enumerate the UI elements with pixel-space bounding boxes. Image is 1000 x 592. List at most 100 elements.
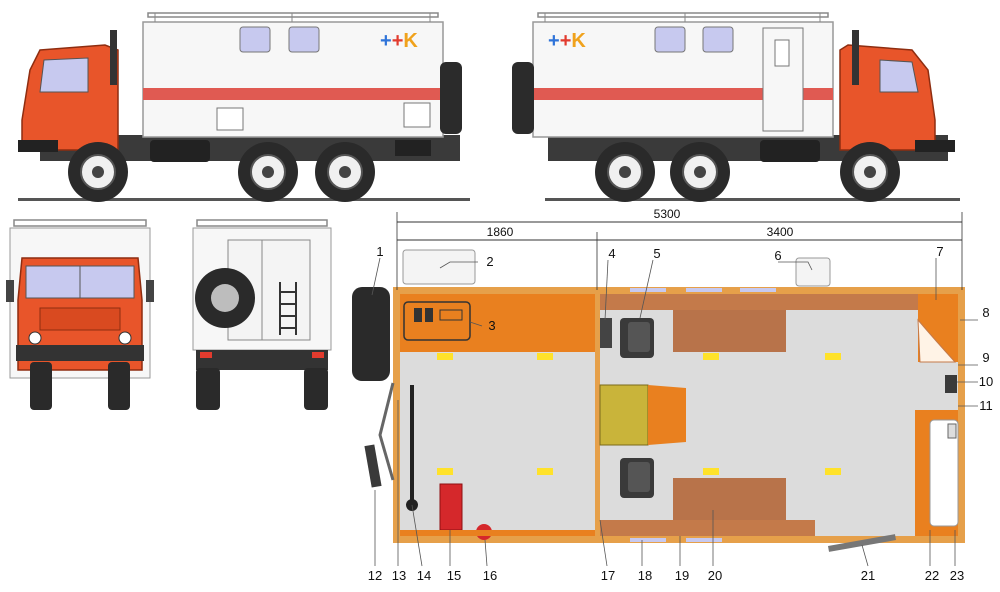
window [654,26,686,53]
floor-strip [400,530,595,536]
callout-12: 12 [368,568,382,583]
roof-rail [537,12,829,18]
top-bench [600,294,918,310]
callout-labels: 1 2 3 4 5 6 7 8 9 10 11 12 13 14 15 16 1… [368,244,993,583]
floor-plan [352,249,965,552]
spare-wheel-side [440,62,462,134]
tail-light [200,352,212,358]
fire-extinguisher-box [439,483,463,531]
roof-rail [196,219,328,227]
ceiling-lamp [825,468,841,475]
grille [39,307,121,331]
rear-wheel [670,142,730,202]
exhaust-pipe [852,30,859,85]
ceiling-lamp [437,353,453,360]
spare-wheel-rear [195,268,255,328]
callout-21: 21 [861,568,875,583]
red-stripe [143,88,443,100]
electric-panel [947,423,957,439]
wardrobe-curtain [917,318,957,363]
ceiling-lamp [537,468,553,475]
front-bumper [18,140,58,152]
callout-22: 22 [925,568,939,583]
callout-13: 13 [392,568,406,583]
callout-leaders [371,257,978,567]
table [599,384,686,446]
ceiling-lamp [703,468,719,475]
spare-wheel-side [512,62,534,134]
generator [403,301,471,341]
headlight-left [28,331,42,345]
side-view-left: ++K [18,12,470,202]
brand-logo: ++K [548,30,586,52]
spare-wheel-plan [352,287,390,381]
wheel-rear-left [196,368,220,410]
external-box-2 [402,249,476,285]
side-door-plan [827,534,897,552]
callout-19: 19 [675,568,689,583]
exhaust-pipe [110,30,117,85]
callout-17: 17 [601,568,615,583]
door-window [774,39,790,67]
ground-line-right [545,198,960,201]
external-box-6 [795,257,831,287]
front-wheel [840,142,900,202]
rear-step [364,444,382,488]
callout-11: 11 [979,398,993,413]
callout-6: 6 [774,248,781,263]
hatch [403,102,431,128]
wheel-front-left [30,362,52,410]
chair-top [620,318,654,358]
ceiling-lamp [437,468,453,475]
rear-ladder [279,282,297,335]
window [239,26,271,53]
plan-window [740,288,776,292]
side-view-right: ++K [512,12,960,202]
brand-logo: ++K [380,30,418,52]
callout-2: 2 [486,254,493,269]
cab-window [39,57,89,93]
rear-wheel [238,142,298,202]
tail-light [312,352,324,358]
mirror-left [6,280,14,302]
rear-wheel [595,142,655,202]
toolbox-box [395,140,431,156]
plan-window [630,538,666,542]
dimension-front-section: 1860 [487,225,514,239]
window [702,26,734,53]
callout-7: 7 [936,244,943,259]
wheel-front-right [108,362,130,410]
fuel-tank [760,140,820,162]
callout-18: 18 [638,568,652,583]
window [288,26,320,53]
headlight-right [118,331,132,345]
bumper-front [16,345,144,361]
rear-view [192,219,332,410]
callout-9: 9 [982,350,989,365]
callout-16: 16 [483,568,497,583]
front-view [6,219,154,410]
red-stripe [533,88,833,100]
dimension-total: 5300 [654,207,681,221]
callout-4: 4 [608,246,615,261]
chair-bottom [620,458,654,498]
rear-chassis [196,350,328,370]
fuel-tank [150,140,210,162]
mirror-right [146,280,154,302]
callout-5: 5 [653,246,660,261]
dimension-rear-section: 3400 [767,225,794,239]
ceiling-lamp [703,353,719,360]
callout-3: 3 [488,318,495,333]
callout-14: 14 [417,568,431,583]
plan-window [630,288,666,292]
shower-tray [929,419,959,527]
rear-wheel [315,142,375,202]
ground-line-left [18,198,470,201]
callout-10: 10 [979,374,993,389]
heater [945,375,957,393]
callout-8: 8 [982,305,989,320]
partition-wall [595,294,600,536]
ceiling-lamp [537,353,553,360]
callout-1: 1 [376,244,383,259]
